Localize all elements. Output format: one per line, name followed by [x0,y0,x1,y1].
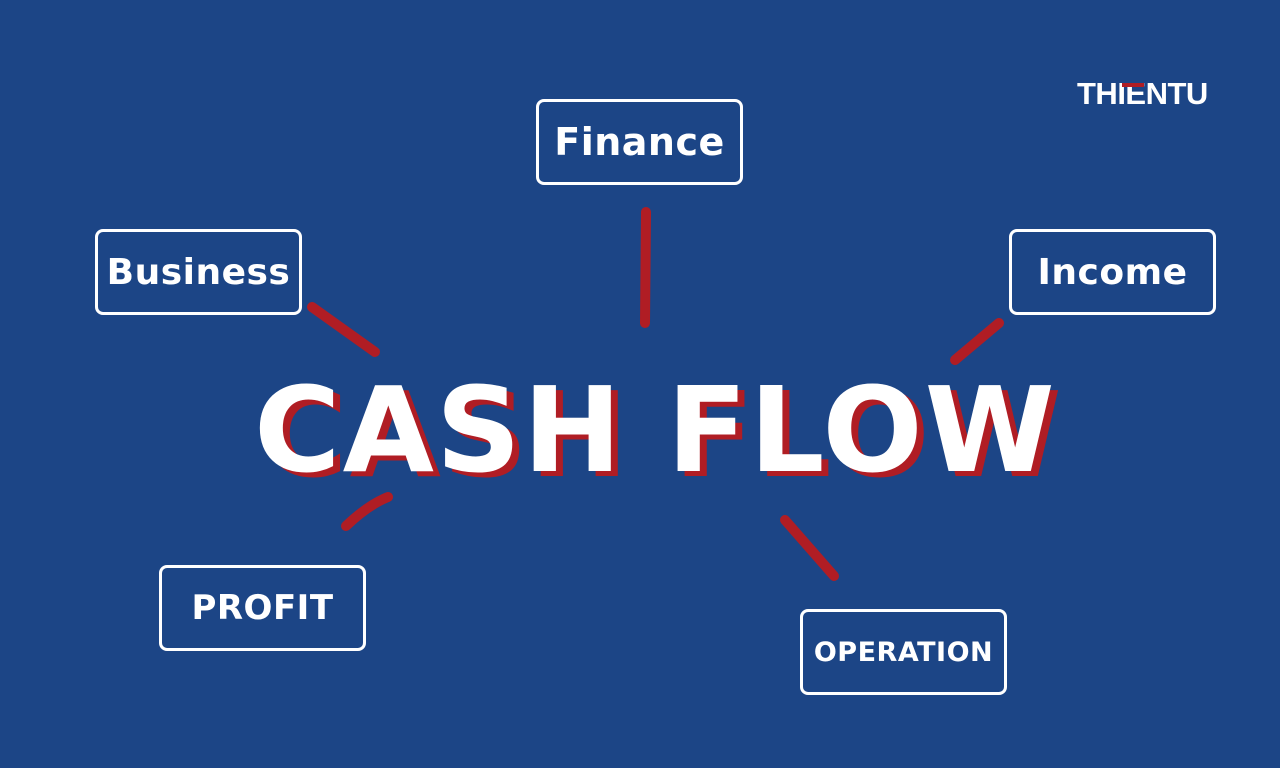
node-finance-label: Finance [554,120,725,164]
node-profit-label: PROFIT [191,588,334,628]
node-income-label: Income [1037,251,1188,293]
center-title: CASH FLOW [254,361,1057,499]
connector-operation [780,515,839,581]
node-profit: PROFIT [159,565,366,651]
connector-profit [341,492,393,531]
node-business-label: Business [106,251,291,293]
connector-income [950,318,1004,365]
brand-logo-accent [1122,83,1144,87]
connector-business [307,302,380,357]
node-operation-label: OPERATION [813,636,994,668]
connector-finance [640,207,651,328]
node-business: Business [95,229,302,315]
node-operation: OPERATION [800,609,1007,695]
node-finance: Finance [536,99,743,185]
node-income: Income [1009,229,1216,315]
